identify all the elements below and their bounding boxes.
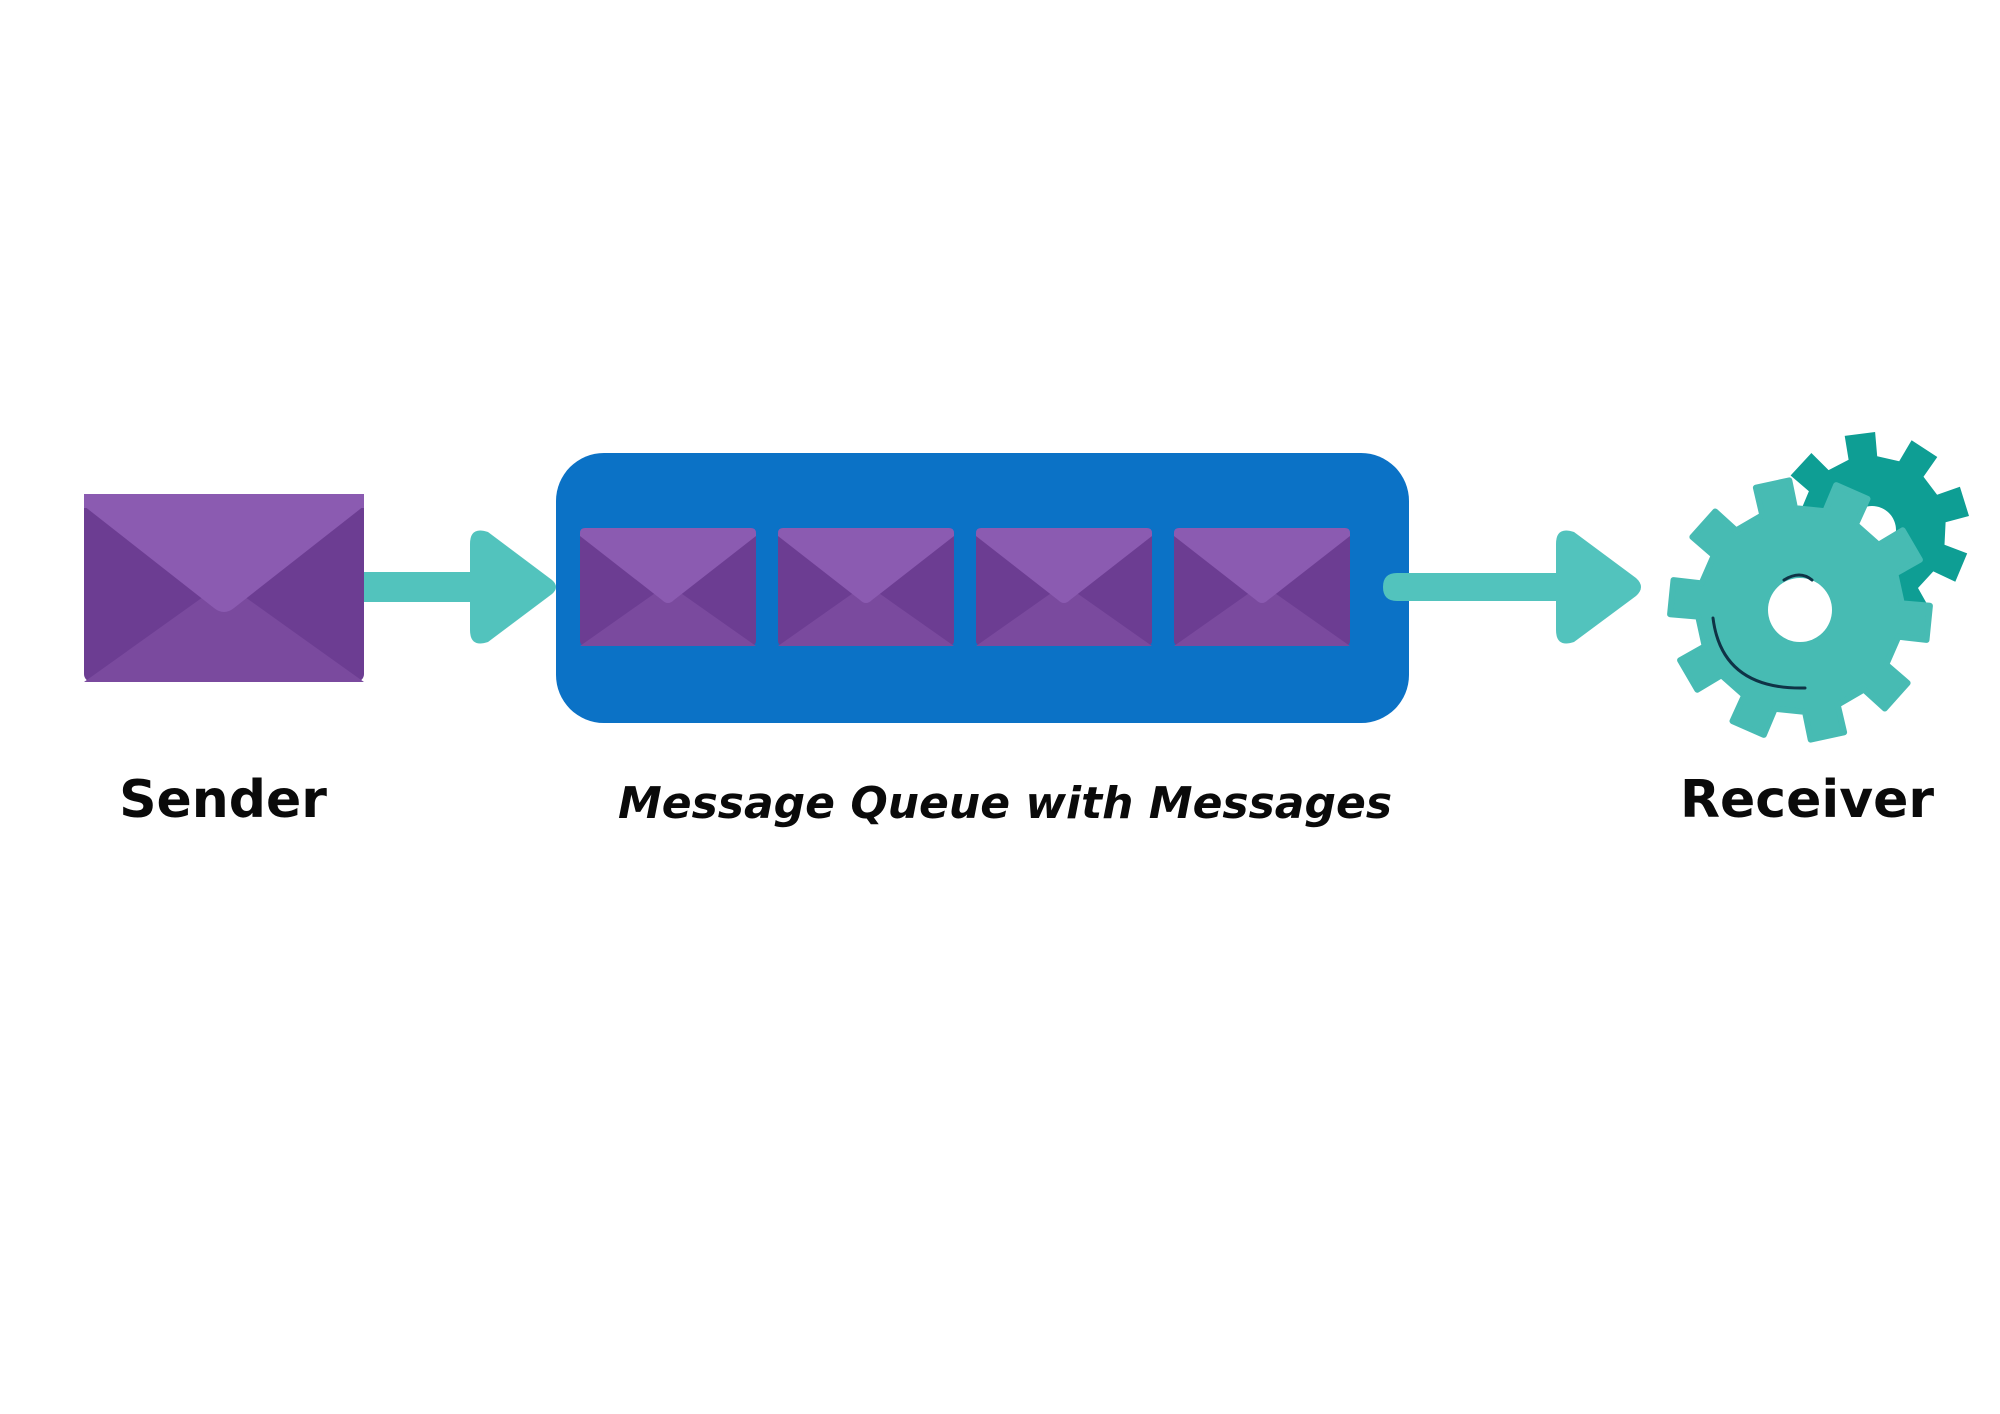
- sender-envelope-icon: [84, 494, 364, 682]
- queue-message-envelope-icon: [778, 528, 954, 646]
- queue-label: Message Queue with Messages: [617, 778, 1393, 829]
- sender-label: Sender: [119, 770, 327, 830]
- receiver-gears-icon: [1667, 432, 1969, 743]
- queue-message-envelope-icon: [580, 528, 756, 646]
- queue-message-envelope-icon: [976, 528, 1152, 646]
- front-gear-icon: [1667, 477, 1933, 743]
- arrow-to-receiver: [1383, 530, 1641, 644]
- arrow-to-queue: [364, 530, 556, 644]
- queue-items: [580, 528, 1350, 646]
- message-queue-box: [556, 453, 1409, 723]
- receiver-label: Receiver: [1679, 770, 1935, 830]
- queue-message-envelope-icon: [1174, 528, 1350, 646]
